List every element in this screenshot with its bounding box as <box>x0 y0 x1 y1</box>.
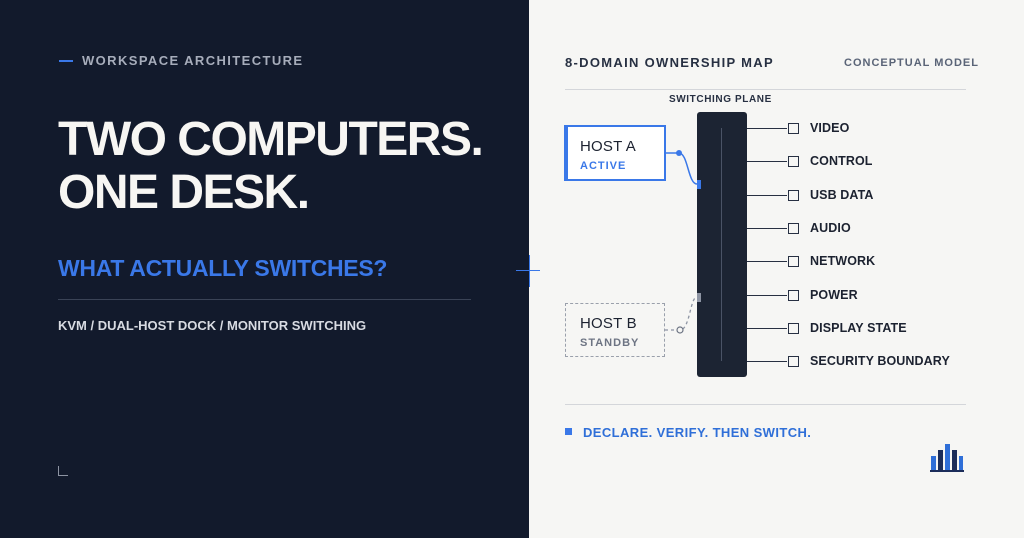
host-a-name: HOST A <box>580 138 636 155</box>
eyebrow-accent-line <box>59 60 73 62</box>
left-panel: WORKSPACE ARCHITECTURE TWO COMPUTERS. ON… <box>0 0 529 538</box>
host-a-status: ACTIVE <box>580 160 627 172</box>
switching-plane-label: SWITCHING PLANE <box>669 94 772 105</box>
domain-connector <box>747 228 787 229</box>
tagline: KVM / DUAL-HOST DOCK / MONITOR SWITCHING <box>58 318 367 333</box>
domain-checkbox <box>788 223 799 234</box>
crosshair-icon <box>529 255 530 287</box>
map-tag: CONCEPTUAL MODEL <box>844 57 979 69</box>
motto: DECLARE. VERIFY. THEN SWITCH. <box>583 425 812 440</box>
headline-line-1: TWO COMPUTERS. <box>58 113 484 166</box>
domain-label: CONTROL <box>810 154 873 168</box>
domain-checkbox <box>788 323 799 334</box>
headline-line-2: ONE DESK. <box>58 166 310 219</box>
host-b-name: HOST B <box>580 315 637 332</box>
domain-checkbox <box>788 256 799 267</box>
host-b-port <box>697 293 701 302</box>
domain-label: DISPLAY STATE <box>810 321 907 335</box>
host-a-port <box>697 180 701 189</box>
domain-checkbox <box>788 156 799 167</box>
headline: TWO COMPUTERS. ONE DESK. <box>58 113 518 219</box>
domain-connector <box>747 261 787 262</box>
domain-connector <box>747 295 787 296</box>
domain-label: NETWORK <box>810 254 876 268</box>
host-b-link-node <box>676 326 684 334</box>
domain-connector <box>747 361 787 362</box>
domain-connector <box>747 128 787 129</box>
switching-plane-spine <box>721 128 722 361</box>
domain-checkbox <box>788 356 799 367</box>
domain-checkbox <box>788 290 799 301</box>
bar-chart-logo-icon <box>930 444 964 472</box>
sub-question: WHAT ACTUALLY SWITCHES? <box>58 255 388 281</box>
domain-checkbox <box>788 190 799 201</box>
domain-checkbox <box>788 123 799 134</box>
map-title: 8-DOMAIN OWNERSHIP MAP <box>565 55 774 70</box>
domain-label: POWER <box>810 288 858 302</box>
switching-plane <box>697 112 747 377</box>
eyebrow-label: WORKSPACE ARCHITECTURE <box>82 53 304 68</box>
host-b-card: HOST B STANDBY <box>565 303 665 357</box>
domain-label: VIDEO <box>810 121 850 135</box>
divider <box>58 299 471 300</box>
host-b-link <box>665 296 698 331</box>
host-a-accent-bar <box>564 125 568 181</box>
domain-connector <box>747 328 787 329</box>
host-b-status: STANDBY <box>580 337 640 349</box>
host-a-link-node <box>676 150 682 156</box>
host-a-card: HOST A ACTIVE <box>564 125 666 181</box>
domain-connector <box>747 195 787 196</box>
host-a-link <box>666 152 698 185</box>
top-divider <box>565 89 966 90</box>
bottom-divider <box>565 404 966 405</box>
crosshair-icon-horizontal <box>516 270 540 271</box>
domain-connector <box>747 161 787 162</box>
domain-label: AUDIO <box>810 221 851 235</box>
motto-bullet-icon <box>565 428 572 435</box>
domain-label: SECURITY BOUNDARY <box>810 354 950 368</box>
corner-bracket-icon <box>58 466 68 476</box>
domain-label: USB DATA <box>810 188 874 202</box>
